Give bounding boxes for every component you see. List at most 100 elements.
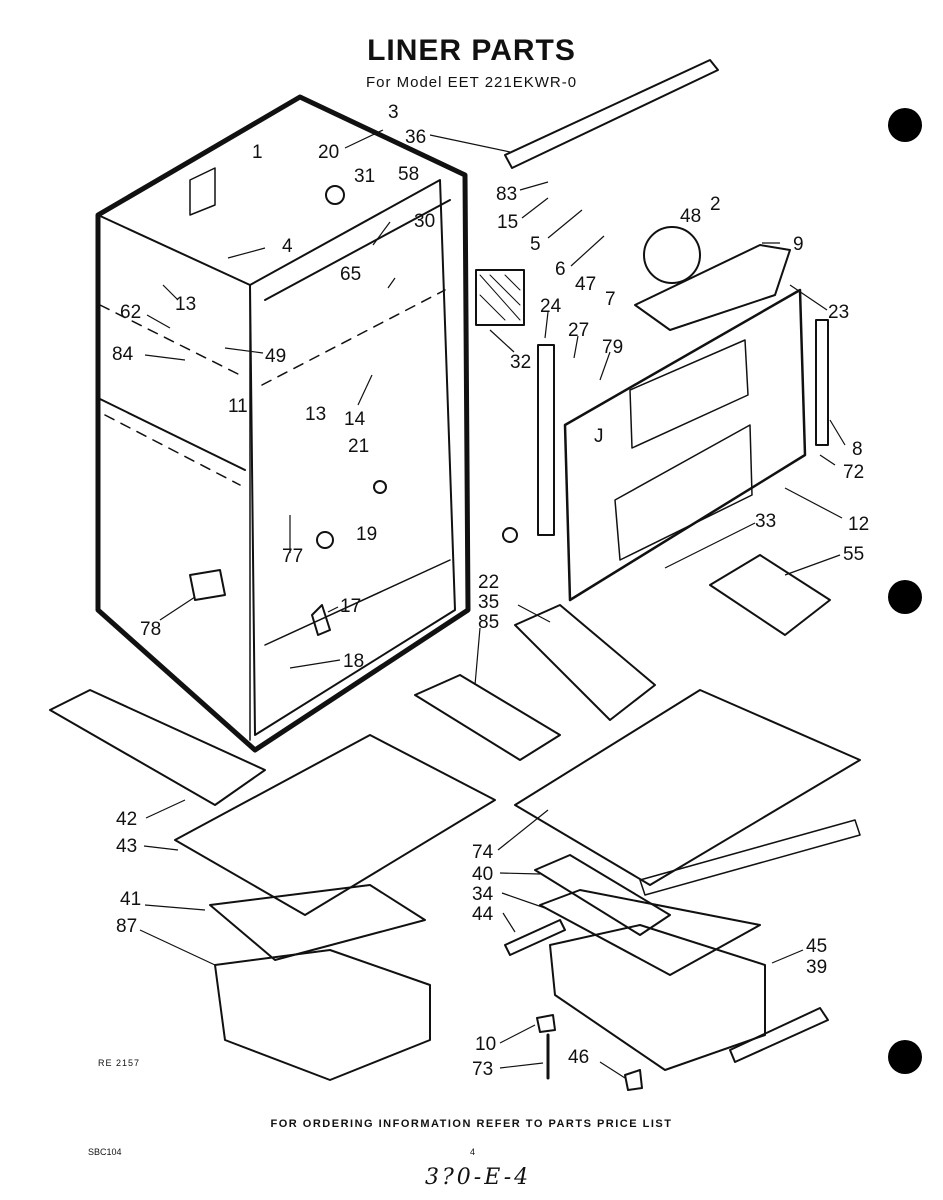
page-title: LINER PARTS [367, 34, 576, 67]
callout: 11 [228, 396, 248, 417]
crisper-bin-35 [514, 604, 656, 721]
binder-hole-middle [888, 580, 922, 614]
model-subtitle: For Model EET 221EKWR-0 [365, 74, 578, 91]
ice-tray [414, 674, 561, 761]
callout: 46 [568, 1047, 589, 1068]
freezer-shelf [174, 734, 496, 916]
lamp-bulb [325, 185, 345, 205]
slide-rail-right [729, 1007, 829, 1063]
meat-pan-cover [209, 884, 426, 961]
callout: 78 [140, 619, 161, 640]
right-rail [815, 319, 829, 446]
callout: 24 [540, 296, 562, 317]
callout: 72 [843, 462, 864, 483]
callout: 1 [252, 142, 263, 163]
control-knob-10 [536, 1014, 556, 1033]
lamp-socket [316, 531, 334, 549]
callout: 84 [112, 344, 134, 365]
crisper-drawer [549, 924, 766, 1071]
callout: 85 [478, 612, 499, 633]
callout: 6 [555, 259, 566, 280]
callout: 20 [318, 142, 339, 163]
callout: J [594, 426, 604, 447]
callout: 13 [175, 294, 196, 315]
binder-hole-top [888, 108, 922, 142]
reference-code: RE 2157 [98, 1058, 141, 1068]
callout: 35 [478, 592, 499, 613]
callout: 49 [265, 346, 286, 367]
ordering-note: FOR ORDERING INFORMATION REFER TO PARTS … [270, 1118, 673, 1130]
fresh-food-shelf [514, 689, 861, 886]
handwritten-note: 3?0-E-4 [425, 1165, 532, 1190]
callout: 4 [282, 236, 293, 257]
callout: 14 [344, 409, 366, 430]
callout: 55 [843, 544, 864, 565]
callout: 65 [340, 264, 361, 285]
callout: 36 [405, 127, 426, 148]
callout: 87 [116, 916, 137, 937]
grommet-19 [373, 480, 387, 494]
callout: 18 [343, 651, 364, 672]
callout: 79 [602, 337, 623, 358]
callout: 30 [414, 211, 435, 232]
callout: 47 [575, 274, 596, 295]
light-bulb-17 [311, 604, 331, 636]
callout: 15 [497, 212, 518, 233]
bracket-78 [189, 569, 226, 601]
callout: 3 [388, 102, 399, 123]
callout: 33 [755, 511, 776, 532]
air-filter [475, 269, 525, 326]
egg-rack [709, 554, 831, 636]
page-number: 4 [470, 1147, 476, 1157]
clip-46 [624, 1069, 643, 1091]
callout: 10 [475, 1034, 496, 1055]
binder-hole-bottom [888, 1040, 922, 1074]
callout: 42 [116, 809, 137, 830]
fan-shroud [634, 244, 791, 331]
callout: 32 [510, 352, 531, 373]
callout: 74 [472, 842, 494, 863]
callout: 5 [530, 234, 541, 255]
callout: 34 [472, 884, 494, 905]
callout: 23 [828, 302, 849, 323]
shelf-support-strip [537, 344, 555, 536]
callout: 58 [398, 164, 419, 185]
callout: 39 [806, 957, 827, 978]
meat-drawer [214, 949, 431, 1081]
callout: 41 [120, 889, 141, 910]
callout: 9 [793, 234, 804, 255]
callout: 17 [340, 596, 361, 617]
callout: 22 [478, 572, 499, 593]
drip-tray [49, 689, 266, 806]
crisper-frame [539, 889, 761, 976]
callout: 8 [852, 439, 863, 460]
document-code: SBC104 [88, 1147, 122, 1157]
callout: 27 [568, 320, 589, 341]
callout: 31 [354, 166, 375, 187]
callout: 77 [282, 546, 303, 567]
callout: 44 [472, 904, 494, 925]
callout: 12 [848, 514, 869, 535]
callout: 13 [305, 404, 326, 425]
callout: 40 [472, 864, 493, 885]
callout-labels: 3 36 1 20 31 58 83 15 48 2 9 30 4 5 6 65… [112, 102, 869, 1080]
cabinet-liner [95, 94, 471, 753]
fan-blade [643, 226, 701, 284]
callout: 62 [120, 302, 141, 323]
evaporator-cover [563, 288, 807, 602]
callout: 48 [680, 206, 701, 227]
callout: 83 [496, 184, 517, 205]
callout: 7 [605, 289, 616, 310]
crisper-cover [534, 854, 671, 936]
callout: 2 [710, 194, 721, 215]
top-trim-strip [504, 59, 719, 169]
callout: 43 [116, 836, 137, 857]
callout: 19 [356, 524, 377, 545]
callout: 73 [472, 1059, 493, 1080]
callout: 21 [348, 436, 369, 457]
slide-rail-left [504, 919, 566, 956]
leader-lines [139, 129, 846, 1079]
callout: 45 [806, 936, 827, 957]
plug-22 [502, 527, 518, 543]
